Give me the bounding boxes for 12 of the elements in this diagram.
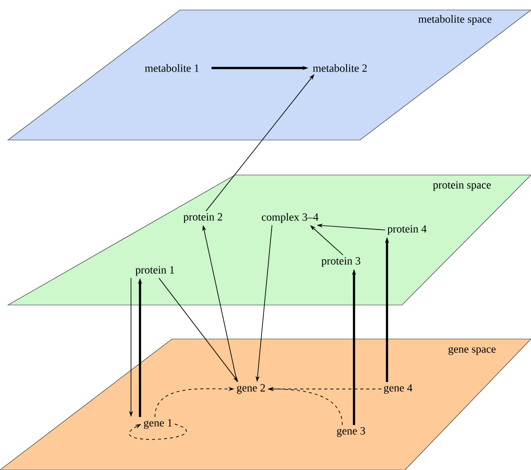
node-label: protein 2 bbox=[183, 213, 222, 223]
node-label: metabolite 2 bbox=[312, 64, 367, 72]
node-label: gene 1 bbox=[144, 419, 172, 429]
node-label: gene 2 bbox=[236, 384, 265, 394]
arrow bbox=[128, 424, 187, 440]
node-label: complex 3–4 bbox=[262, 213, 318, 223]
node-label: metabolite 1 bbox=[144, 64, 199, 72]
node-label: protein 4 bbox=[387, 225, 427, 235]
node-label: protein 3 bbox=[321, 257, 360, 267]
node-label: protein 1 bbox=[135, 266, 174, 276]
node-label: gene 3 bbox=[336, 427, 366, 437]
node-label: gene 4 bbox=[384, 384, 412, 394]
